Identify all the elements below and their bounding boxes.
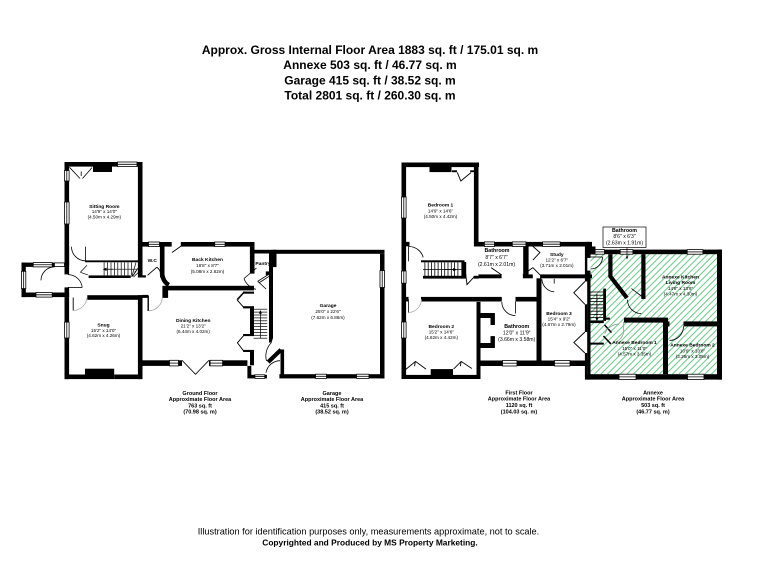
svg-text:15'0" x 11'0": 15'0" x 11'0" [622,346,647,351]
svg-text:Living Room: Living Room [666,280,696,286]
svg-text:Bathroom: Bathroom [612,228,637,234]
svg-text:Annexe Bedroom 2: Annexe Bedroom 2 [670,343,715,349]
svg-text:Total 2801 sq. ft / 260.30 sq.: Total 2801 sq. ft / 260.30 sq. m [284,89,455,103]
svg-text:14'9" x 14'0": 14'9" x 14'0" [92,209,118,214]
svg-text:(70.98 sq. m): (70.98 sq. m) [183,410,216,416]
svg-text:Back Kitchen: Back Kitchen [192,257,223,263]
svg-text:Bedroom 3: Bedroom 3 [546,311,572,317]
svg-text:(5.08m x 2.62m): (5.08m x 2.62m) [191,269,225,274]
svg-text:(4.47m x 4.30m): (4.47m x 4.30m) [664,292,698,297]
svg-text:(4.62m x 4.26m): (4.62m x 4.26m) [87,333,121,338]
svg-text:16'8" x 8'7": 16'8" x 8'7" [196,263,219,268]
svg-text:Illustration for identificatio: Illustration for identification purposes… [198,527,539,537]
svg-text:Snug: Snug [97,322,109,328]
svg-text:(2.63m x 1.91m): (2.63m x 1.91m) [606,241,643,247]
svg-text:First Floor: First Floor [505,390,533,396]
svg-text:(38.52 sq. m): (38.52 sq. m) [315,410,348,416]
svg-text:503 sq. ft: 503 sq. ft [641,403,665,409]
svg-text:Garage: Garage [320,303,337,309]
svg-text:Approximate Floor Area: Approximate Floor Area [622,397,685,403]
svg-text:12'0" x 11'9": 12'0" x 11'9" [503,331,531,337]
svg-text:Approximate Floor Area: Approximate Floor Area [169,397,232,403]
svg-text:1120 sq. ft: 1120 sq. ft [506,403,533,409]
svg-text:Annexe Bedroom 1: Annexe Bedroom 1 [612,340,657,346]
svg-text:(46.77 sq. m): (46.77 sq. m) [636,409,669,415]
svg-text:21'2" x 13'2": 21'2" x 13'2" [181,323,207,328]
svg-text:25'0" x 22'6": 25'0" x 22'6" [315,309,341,314]
svg-text:Bathroom: Bathroom [504,324,529,330]
svg-text:14'9" x 14'6": 14'9" x 14'6" [428,208,454,213]
svg-text:763 sq. ft: 763 sq. ft [188,403,212,409]
svg-text:12'2" x 6'7": 12'2" x 6'7" [545,258,568,263]
svg-text:(6.44m x 4.02m): (6.44m x 4.02m) [176,329,210,334]
svg-text:Bathroom: Bathroom [484,248,509,254]
svg-text:(7.62m x 6.86m): (7.62m x 6.86m) [311,315,345,320]
svg-text:(4.57m x 3.35m): (4.57m x 3.35m) [618,352,652,357]
svg-text:8'7" x 6'7": 8'7" x 6'7" [485,255,507,261]
svg-text:(3.71m x 2.01m): (3.71m x 2.01m) [540,263,574,268]
svg-text:Approximate Floor Area: Approximate Floor Area [301,397,364,403]
svg-text:(3.66m x 3.58m): (3.66m x 3.58m) [498,337,535,343]
svg-text:15'4" x 9'2": 15'4" x 9'2" [548,317,571,322]
svg-text:Garage 415 sq. ft / 38.52 sq.: Garage 415 sq. ft / 38.52 sq. m [284,73,455,87]
svg-text:Bedroom 2: Bedroom 2 [429,324,455,330]
svg-text:Annexe: Annexe [643,390,663,396]
svg-text:15'2" x 14'6": 15'2" x 14'6" [429,329,455,334]
svg-text:Copyrighted and Produced by M: Copyrighted and Produced by MS Property … [262,538,477,548]
svg-text:(2.61m x 2.01m): (2.61m x 2.01m) [478,262,515,268]
svg-text:15'2" x 14'0": 15'2" x 14'0" [91,328,117,333]
svg-text:(4.50m x 4.42m): (4.50m x 4.42m) [424,214,458,219]
svg-text:14'8" x 13'9": 14'8" x 13'9" [668,286,694,291]
svg-text:Approximate Floor Area: Approximate Floor Area [488,397,551,403]
svg-text:Garage: Garage [323,391,342,397]
svg-text:Ground Floor: Ground Floor [182,391,218,397]
svg-text:(104.03 sq. m): (104.03 sq. m) [501,409,538,415]
svg-text:(4.67m x 2.79m): (4.67m x 2.79m) [542,322,576,327]
svg-text:8'6" x 6'3": 8'6" x 6'3" [613,234,635,240]
svg-text:10'9" x 10'0": 10'9" x 10'0" [680,348,706,353]
svg-text:Dining Kitchen: Dining Kitchen [176,318,211,324]
svg-text:Pantry: Pantry [255,261,271,267]
svg-text:Annexe 503 sq. ft / 46.77 sq.: Annexe 503 sq. ft / 46.77 sq. m [283,58,456,72]
svg-text:Study: Study [550,252,564,258]
svg-text:W.C: W.C [148,258,158,264]
svg-text:(4.50m x 4.29m): (4.50m x 4.29m) [88,215,122,220]
svg-text:Bedroom 1: Bedroom 1 [428,203,454,209]
svg-text:415 sq. ft: 415 sq. ft [320,403,344,409]
svg-text:Annexe Kitchen: Annexe Kitchen [662,274,699,280]
svg-text:Approx. Gross Internal Floor A: Approx. Gross Internal Floor Area 1883 s… [202,43,538,57]
svg-text:(4.62m x 4.42m): (4.62m x 4.42m) [425,335,459,340]
svg-text:Sitting Room: Sitting Room [89,204,120,210]
svg-text:(3.28m x 3.05m): (3.28m x 3.05m) [676,354,710,359]
